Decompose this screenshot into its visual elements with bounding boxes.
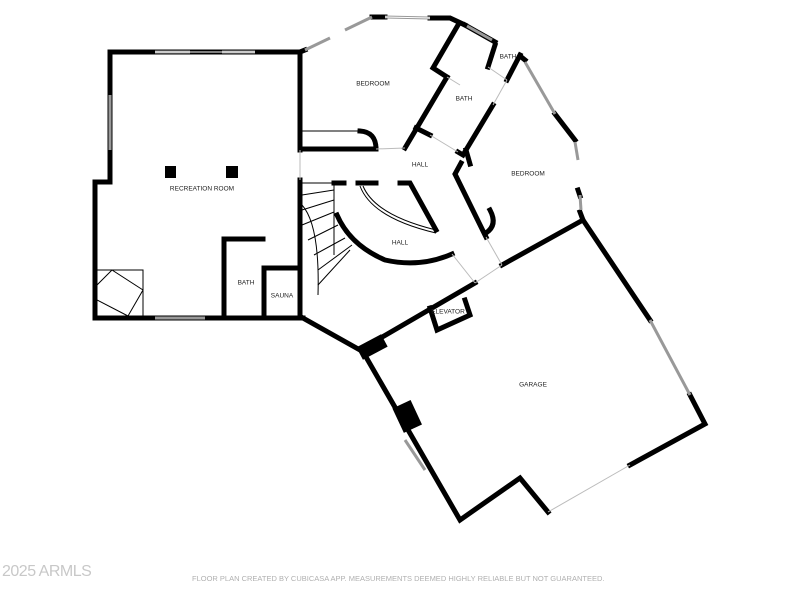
- room-label-hall-upper: HALL: [411, 161, 429, 169]
- walls: [92, 14, 709, 524]
- room-label-bath-mid: BATH: [455, 95, 473, 103]
- room-label-hall-lower: HALL: [391, 239, 409, 247]
- staircase: [301, 182, 353, 296]
- copyright-watermark: 2025 ARMLS: [2, 563, 92, 580]
- room-label-bath-small: BATH: [499, 53, 517, 61]
- room-label-garage: GARAGE: [519, 381, 547, 389]
- doors: [299, 66, 631, 513]
- room-label-recreation-room: RECREATION ROOM: [169, 185, 235, 193]
- room-label-elevator: ELEVATOR: [431, 308, 465, 316]
- room-label-bedroom-top: BEDROOM: [356, 80, 390, 88]
- disclaimer-text: FLOOR PLAN CREATED BY CUBICASA APP. MEAS…: [192, 574, 605, 583]
- room-label-sauna: SAUNA: [270, 292, 294, 300]
- windows: [108, 15, 692, 471]
- room-label-bedroom-right: BEDROOM: [511, 170, 545, 178]
- room-label-bath-lower: BATH: [237, 279, 255, 287]
